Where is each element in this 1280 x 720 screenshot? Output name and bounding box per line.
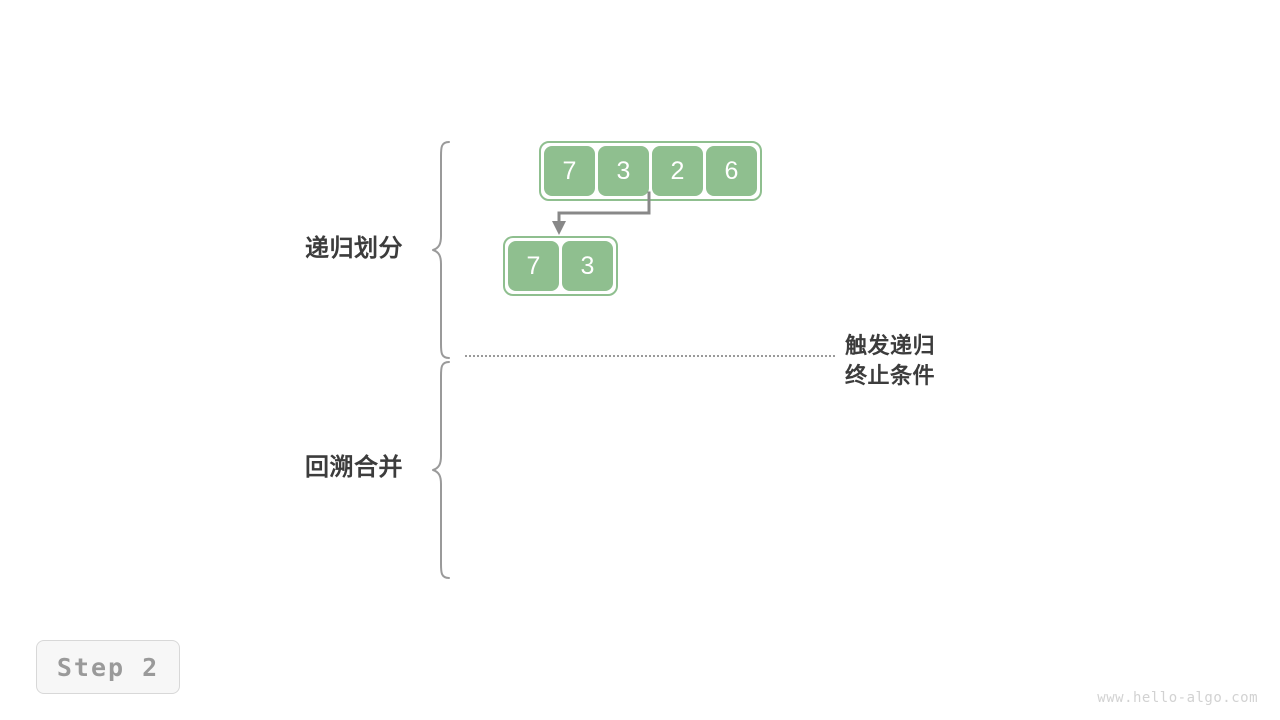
- phase-divider: [465, 355, 835, 357]
- brace-divide: [431, 140, 453, 360]
- array-left-half: 7 3: [503, 236, 618, 296]
- base-case-note: 触发递归 终止条件: [845, 331, 935, 391]
- base-case-note-line2: 终止条件: [845, 363, 936, 388]
- phase-label-divide: 递归划分: [305, 235, 403, 262]
- array-cell: 3: [562, 241, 613, 291]
- split-arrow-icon: [548, 191, 663, 238]
- array-cell: 3: [598, 146, 649, 196]
- watermark: www.hello-algo.com: [1097, 690, 1258, 706]
- phase-label-merge: 回溯合并: [305, 454, 403, 481]
- array-cell: 2: [652, 146, 703, 196]
- array-cell: 7: [544, 146, 595, 196]
- array-cell: 6: [706, 146, 757, 196]
- step-badge: Step 2: [36, 640, 180, 694]
- array-cell: 7: [508, 241, 559, 291]
- base-case-note-line1: 触发递归: [845, 333, 936, 358]
- array-root: 7 3 2 6: [539, 141, 762, 201]
- brace-merge: [431, 360, 453, 580]
